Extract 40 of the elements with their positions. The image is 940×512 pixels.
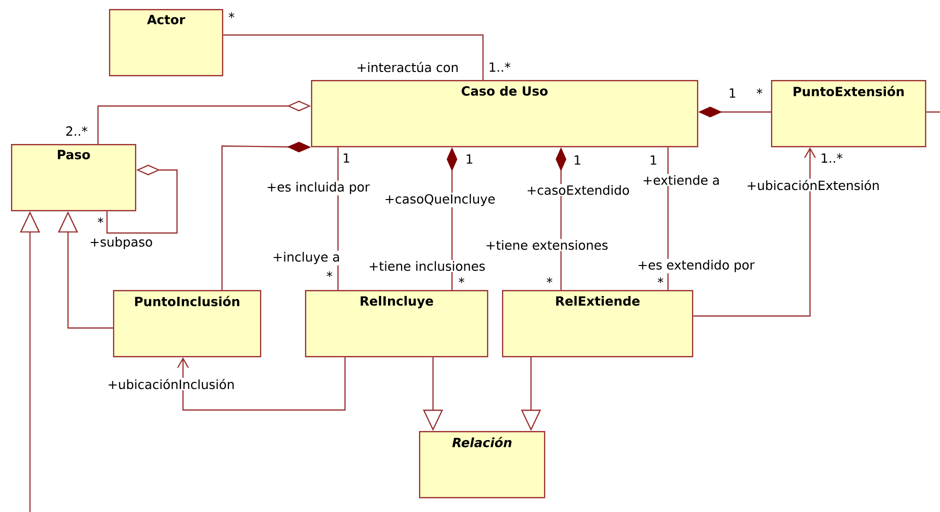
association-label: * (545, 276, 554, 288)
association-label: * (227, 11, 236, 23)
class-box: RelExtiende (502, 290, 694, 358)
association-label: +interactúa con (355, 60, 460, 74)
association-label: +incluye a (271, 250, 342, 266)
class-box: Relación (419, 431, 546, 498)
association-label: 1 (464, 153, 474, 165)
association-label: +extiende a (641, 174, 721, 186)
association-label: +es extendido por (636, 258, 756, 274)
association-label: 1 (648, 154, 658, 166)
association-label: * (325, 270, 334, 282)
class-box: RelIncluye (305, 290, 488, 358)
association-label: +subpaso (88, 236, 154, 250)
aggregation-line (106, 164, 178, 234)
association-label: 1 (727, 87, 738, 99)
association-label: +es incluida por (265, 180, 371, 196)
association-label: * (96, 216, 105, 228)
association-label: +ubicaciónExtensión (745, 178, 881, 192)
association-label: 1..* (819, 152, 844, 164)
association-label: +ubicaciónInclusión (106, 378, 236, 390)
association-arrow (177, 357, 346, 411)
association-label: +tiene inclusiones (367, 260, 486, 272)
association-label: 1 (572, 154, 582, 166)
association-line (223, 34, 484, 80)
association-label: * (755, 87, 764, 99)
association-label: +casoExtendido (525, 184, 631, 196)
association-label: * (457, 276, 466, 288)
association-arrow (693, 147, 816, 317)
association-line (926, 111, 940, 113)
association-label: 1..* (487, 61, 512, 73)
class-box: Paso (11, 144, 136, 212)
association-label: 1 (341, 152, 352, 164)
class-box: Actor (109, 9, 224, 76)
association-label: 2..* (64, 125, 89, 137)
class-box: PuntoExtensión (771, 80, 926, 148)
association-label: * (656, 276, 665, 288)
association-label: +tiene extensiones (484, 239, 610, 251)
class-box: Caso de Uso (311, 80, 698, 148)
association-label: +casoQueIncluye (383, 192, 496, 208)
class-box: PuntoInclusión (113, 290, 262, 358)
